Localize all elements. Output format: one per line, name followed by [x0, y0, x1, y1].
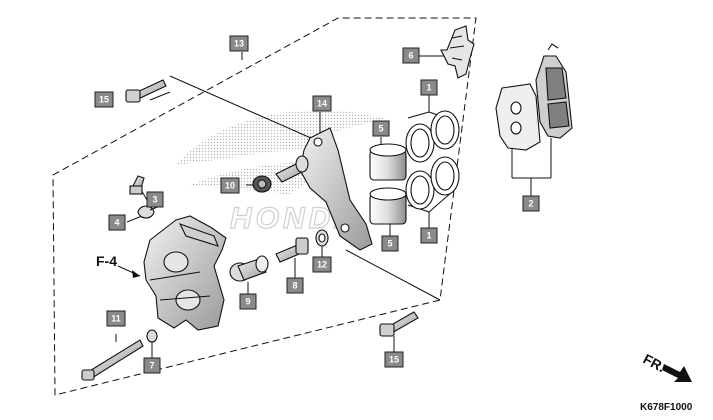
callout-12[interactable]: 12 [312, 256, 332, 273]
callout-4[interactable]: 4 [108, 214, 126, 231]
reference-f4[interactable]: F-4 [96, 253, 141, 278]
callout-14[interactable]: 14 [312, 95, 332, 112]
bracket-pin [275, 155, 309, 183]
callout-label: 3 [152, 195, 157, 205]
part-12-collar [315, 229, 329, 247]
callout-label: 4 [114, 218, 119, 228]
callout-3[interactable]: 3 [146, 191, 164, 208]
callout-label: 11 [111, 314, 121, 324]
callout-15-upper[interactable]: 15 [94, 91, 114, 108]
callout-label: 7 [149, 361, 154, 371]
callout-5-lower[interactable]: 5 [381, 235, 399, 252]
callout-label: 12 [317, 260, 327, 270]
part-5-pistons [369, 143, 407, 225]
part-9-caliper-pin [229, 255, 269, 282]
part-11-pad-pin [81, 339, 144, 381]
callout-label: 8 [292, 281, 297, 291]
part-15-bolt-lower [379, 311, 419, 337]
part-8-slide-pin [275, 237, 309, 263]
callout-label: 1 [426, 83, 431, 93]
callout-9[interactable]: 9 [239, 293, 257, 310]
callout-label: 1 [426, 231, 431, 241]
part-1-piston-seals [405, 110, 460, 210]
part-6-pad-spring [440, 25, 475, 79]
callout-8[interactable]: 8 [286, 277, 304, 294]
part-10-slide-pin-boot [252, 175, 272, 193]
callout-label: 14 [317, 99, 327, 109]
callout-5-upper[interactable]: 5 [372, 120, 390, 137]
callout-label: 15 [99, 95, 109, 105]
callout-label: 6 [408, 51, 413, 61]
front-arrow-icon [662, 364, 692, 382]
callout-13[interactable]: 13 [229, 35, 249, 52]
part-2-brake-pads [495, 43, 573, 151]
callout-1-lower[interactable]: 1 [420, 227, 438, 244]
front-direction-arrow: FR. [641, 351, 692, 382]
callout-label: 10 [225, 181, 235, 191]
callout-7[interactable]: 7 [143, 357, 161, 374]
front-label: FR. [641, 351, 668, 376]
part-3-bleeder-screw [129, 175, 145, 195]
callout-10[interactable]: 10 [220, 177, 240, 194]
callout-label: 13 [234, 39, 244, 49]
callout-1-upper[interactable]: 1 [420, 79, 438, 96]
callout-11[interactable]: 11 [106, 310, 126, 327]
callout-label: 2 [528, 199, 533, 209]
callout-label: 5 [378, 124, 383, 134]
callout-label: 15 [389, 355, 399, 365]
part-15-bolt-upper [125, 79, 167, 103]
reference-f4-label: F-4 [96, 253, 117, 269]
diagram-code: K678F1000 [640, 402, 693, 413]
caliper-body [143, 215, 227, 331]
part-7-pad-pin-plug [146, 329, 158, 343]
callout-15-lower[interactable]: 15 [384, 351, 404, 368]
callout-6[interactable]: 6 [402, 47, 420, 64]
callout-label: 9 [245, 297, 250, 307]
part-4-bleeder-cap [137, 205, 161, 219]
assembly-frame [52, 17, 477, 396]
callout-2[interactable]: 2 [522, 195, 540, 212]
callout-label: 5 [387, 239, 392, 249]
